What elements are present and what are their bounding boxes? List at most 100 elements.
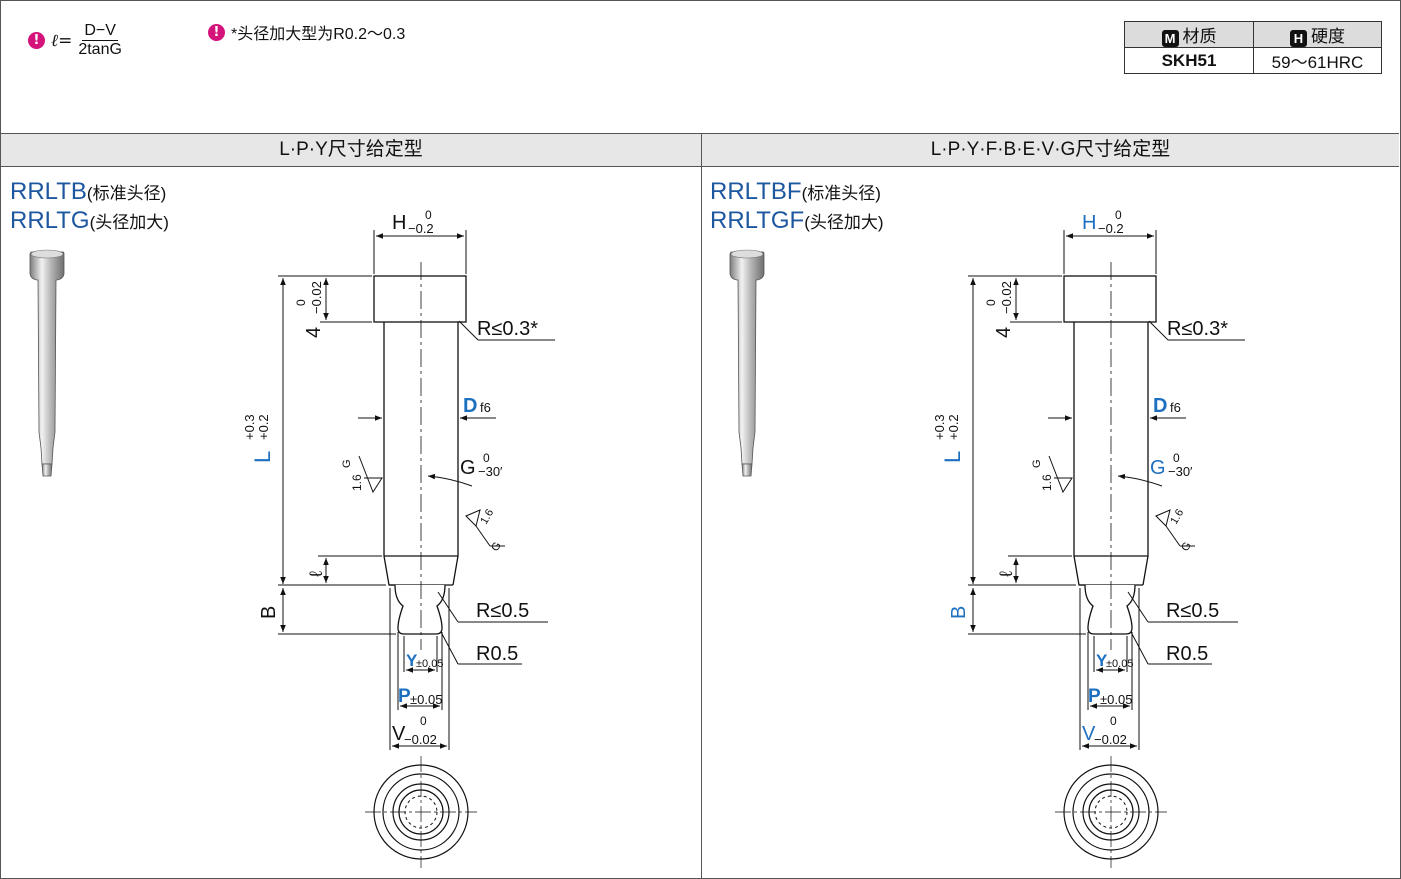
g-tol-lower: −30′: [478, 464, 503, 479]
y-tol: ±0.05: [416, 658, 443, 670]
finish-value: 1.6: [1168, 507, 1186, 526]
h-tol-lower: −0.2: [1098, 221, 1124, 236]
g-arc: [427, 473, 473, 487]
hardness-value: 59～61HRC: [1253, 47, 1382, 74]
finish-value: 1.6: [1040, 474, 1054, 491]
g-tol-upper: 0: [483, 451, 490, 465]
p-label: P: [398, 686, 411, 707]
formula-numerator: D−V: [82, 22, 118, 41]
hardness-tag-icon: H: [1290, 30, 1307, 47]
formula-note: ! ℓ= D−V 2tanG: [28, 22, 122, 59]
p-tol: ±0.05: [1100, 692, 1132, 707]
hardness-header-label: 硬度: [1311, 27, 1345, 46]
formula-lhs: ℓ=: [51, 30, 73, 51]
formula-denominator: 2tanG: [78, 41, 122, 58]
v-tol-upper: 0: [1110, 714, 1117, 728]
d-tol: f6: [1170, 400, 1181, 415]
pin-photo-left: [29, 249, 65, 477]
v-tol-lower: −0.02: [1094, 732, 1127, 747]
head-tol-lower: −0.02: [999, 281, 1014, 314]
head-len-label: 4: [303, 327, 325, 338]
l-tol-upper: +0.3: [242, 414, 257, 440]
d-label: D: [1153, 395, 1167, 417]
warning-icon: !: [208, 23, 225, 41]
l-label: L: [250, 451, 275, 463]
g-arc: [1117, 473, 1163, 487]
h-tol-lower: −0.2: [408, 221, 434, 236]
product-code-note: (头径加大): [89, 213, 169, 232]
h-tol-upper: 0: [1115, 208, 1122, 222]
head-size-note: ! *头径加大型为R0.2～0.3: [208, 20, 405, 44]
pin-head: [1063, 275, 1157, 323]
product-code-note: (头径加大): [804, 213, 884, 232]
product-code: RRLTB: [10, 178, 87, 205]
section-header-right: L·P·Y·F·B·E·V·G尺寸给定型: [702, 133, 1399, 167]
finish-g: G: [489, 540, 504, 553]
finish-g: G: [1179, 540, 1194, 553]
finish-symbol: [1155, 509, 1171, 527]
product-code-note: (标准头径): [86, 184, 167, 203]
y-label: Y: [1096, 651, 1108, 670]
finish-g: G: [341, 459, 353, 468]
l-tol-lower: +0.2: [256, 414, 271, 440]
r-neck-leader: [437, 591, 459, 623]
material-header-label: 材质: [1182, 27, 1217, 46]
product-code: RRLTBF: [710, 178, 802, 205]
l-label: L: [940, 451, 965, 463]
v-tol-upper: 0: [420, 714, 427, 728]
g-tol-upper: 0: [1173, 451, 1180, 465]
v-tol-lower: −0.02: [404, 732, 437, 747]
r-neck-leader: [1127, 591, 1149, 623]
head-tol-upper: 0: [984, 299, 998, 306]
p-tol: ±0.05: [410, 692, 442, 707]
r-tip-label: R0.5: [476, 643, 518, 665]
r-head-label: R≤0.3*: [1167, 318, 1228, 340]
finish-symbol: [1054, 473, 1073, 494]
h-label: H: [1082, 212, 1096, 234]
b-label: B: [258, 606, 280, 619]
product-code-note: (标准头径): [801, 184, 881, 203]
warning-icon: !: [28, 32, 45, 49]
v-label: V: [392, 723, 406, 745]
r-head-label: R≤0.3*: [477, 318, 538, 340]
g-tol-lower: −30′: [1168, 464, 1193, 479]
d-label: D: [463, 395, 477, 417]
product-code: RRLTGF: [710, 207, 805, 234]
y-tol: ±0.05: [1106, 658, 1133, 670]
product-title-right: RRLTBF(标准头径) RRLTGF(头径加大): [710, 178, 884, 236]
finish-leader: [1165, 525, 1181, 547]
head-len-label: 4: [993, 327, 1015, 338]
y-label: Y: [406, 651, 418, 670]
finish-leader: [358, 455, 367, 475]
g-label: G: [460, 457, 476, 479]
material-tag-icon: M: [1161, 30, 1179, 47]
g-label: G: [1150, 457, 1166, 479]
head-size-note-text: *头径加大型为R0.2～0.3: [231, 26, 406, 43]
d-tol: f6: [480, 400, 491, 415]
section-header-left: L·P·Y尺寸给定型: [1, 133, 701, 167]
material-value: SKH51: [1124, 47, 1254, 74]
finish-leader: [475, 525, 491, 547]
r-neck-label: R≤0.5: [476, 600, 529, 622]
head-tol-lower: −0.02: [309, 281, 324, 314]
head-tol-upper: 0: [294, 299, 308, 306]
p-label: P: [1088, 686, 1101, 707]
r-head-leader: [1148, 320, 1169, 341]
finish-value: 1.6: [350, 474, 364, 491]
finish-g: G: [1031, 459, 1043, 468]
v-label: V: [1082, 723, 1096, 745]
product-title-left: RRLTB(标准头径) RRLTG(头径加大): [10, 178, 169, 236]
b-label: B: [948, 606, 970, 619]
l-tol-lower: +0.2: [946, 414, 961, 440]
pin-tip: [394, 584, 446, 635]
h-label: H: [392, 212, 406, 234]
finish-symbol: [364, 473, 383, 494]
finish-symbol: [465, 509, 481, 527]
r-head-leader: [458, 320, 479, 341]
section-divider: [701, 133, 702, 879]
